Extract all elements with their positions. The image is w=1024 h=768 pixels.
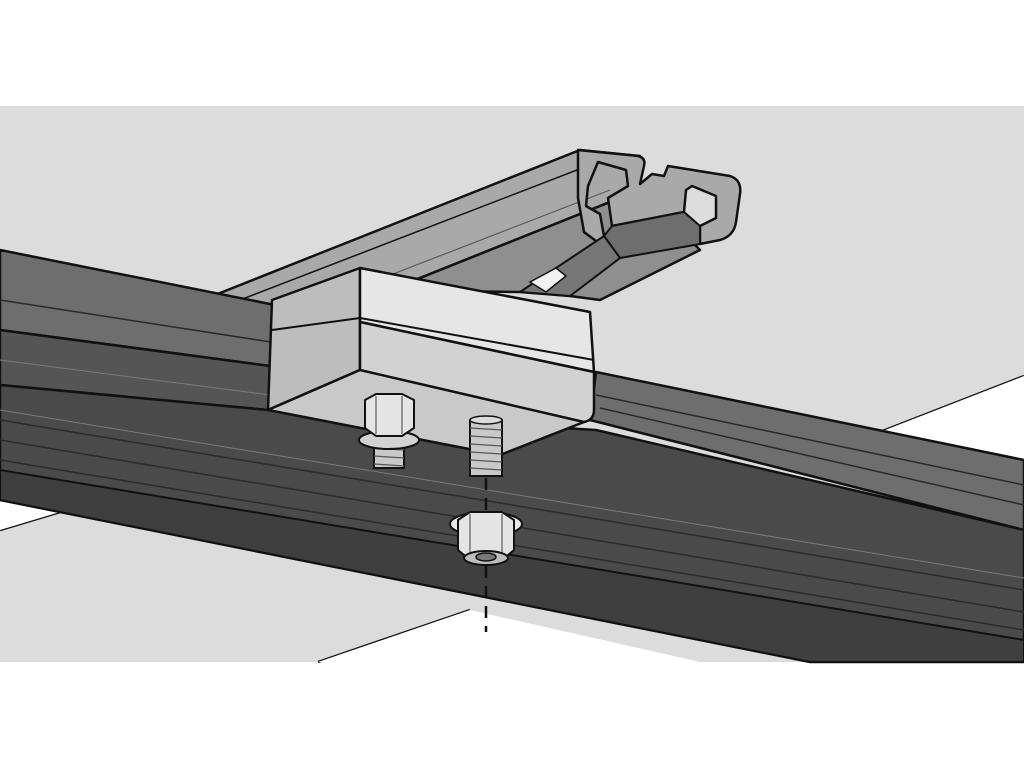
upper-rail-end-profile: [576, 148, 742, 246]
flange-nut-installed: [358, 393, 420, 469]
flange-nut-exploded: [449, 511, 523, 566]
clamp-bracket: [266, 266, 596, 457]
threaded-stud: [469, 415, 503, 477]
t-bolt-slot-highlight: [528, 267, 568, 293]
surface-white-areas: [0, 376, 1024, 662]
